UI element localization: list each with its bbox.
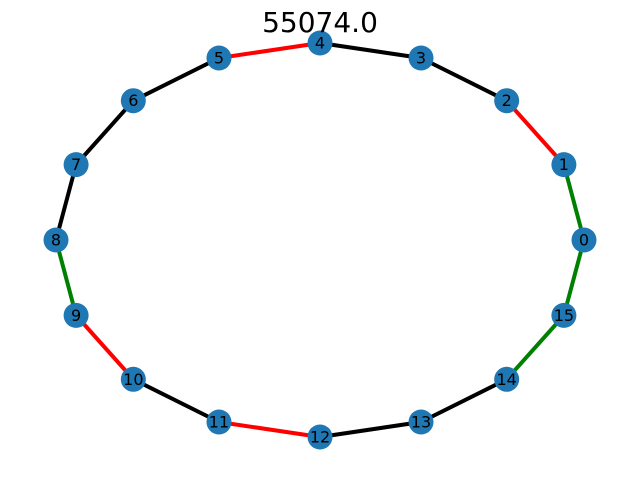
node-13: 13 xyxy=(408,409,434,435)
edge-12-13 xyxy=(319,420,422,439)
node-marker xyxy=(408,45,434,71)
edge-4-5 xyxy=(218,41,321,60)
node-label: 6 xyxy=(128,91,138,110)
node-label: 0 xyxy=(579,231,589,250)
node-label: 2 xyxy=(502,91,512,110)
node-7: 7 xyxy=(63,152,89,178)
node-marker xyxy=(63,302,89,328)
node-1: 1 xyxy=(551,152,577,178)
node-5: 5 xyxy=(206,45,232,71)
node-marker xyxy=(307,424,333,450)
node-marker xyxy=(120,88,146,114)
node-label: 8 xyxy=(51,231,61,250)
node-15: 15 xyxy=(551,302,577,328)
node-marker xyxy=(43,227,69,253)
node-9: 9 xyxy=(63,302,89,328)
node-label: 13 xyxy=(411,413,431,432)
node-marker xyxy=(206,45,232,71)
node-marker xyxy=(551,152,577,178)
edge-7-8 xyxy=(54,164,79,241)
node-marker xyxy=(63,152,89,178)
node-marker xyxy=(206,409,232,435)
node-label: 10 xyxy=(123,370,143,389)
node-label: 15 xyxy=(554,306,574,325)
node-14: 14 xyxy=(494,366,520,392)
node-10: 10 xyxy=(120,366,146,392)
node-marker xyxy=(307,30,333,56)
node-marker xyxy=(408,409,434,435)
node-marker xyxy=(120,366,146,392)
node-marker xyxy=(571,227,597,253)
edge-9-10 xyxy=(74,314,135,381)
node-label: 7 xyxy=(71,155,81,174)
edge-13-14 xyxy=(420,377,508,424)
edge-14-15 xyxy=(505,314,566,381)
edge-6-7 xyxy=(74,99,135,166)
edge-15-0 xyxy=(561,239,586,316)
node-4: 4 xyxy=(307,30,333,56)
node-marker xyxy=(494,88,520,114)
node-11: 11 xyxy=(206,409,232,435)
node-label: 14 xyxy=(496,370,516,389)
node-label: 5 xyxy=(214,48,224,67)
node-8: 8 xyxy=(43,227,69,253)
node-marker xyxy=(551,302,577,328)
edge-3-4 xyxy=(319,41,422,60)
edge-8-9 xyxy=(54,239,79,316)
node-0: 0 xyxy=(571,227,597,253)
node-marker xyxy=(494,366,520,392)
node-6: 6 xyxy=(120,88,146,114)
edge-1-2 xyxy=(505,99,566,166)
node-12: 12 xyxy=(307,424,333,450)
node-label: 11 xyxy=(209,413,229,432)
node-label: 4 xyxy=(315,34,325,53)
node-label: 1 xyxy=(559,155,569,174)
node-3: 3 xyxy=(408,45,434,71)
edge-10-11 xyxy=(132,377,220,424)
edge-5-6 xyxy=(132,56,220,103)
node-label: 12 xyxy=(310,428,330,447)
edge-0-1 xyxy=(561,164,586,241)
graph-title: 55074.0 xyxy=(262,6,378,39)
edges-layer xyxy=(54,41,586,439)
node-label: 9 xyxy=(71,306,81,325)
edge-11-12 xyxy=(218,420,321,439)
edge-2-3 xyxy=(420,56,508,103)
node-2: 2 xyxy=(494,88,520,114)
node-label: 3 xyxy=(416,48,426,67)
